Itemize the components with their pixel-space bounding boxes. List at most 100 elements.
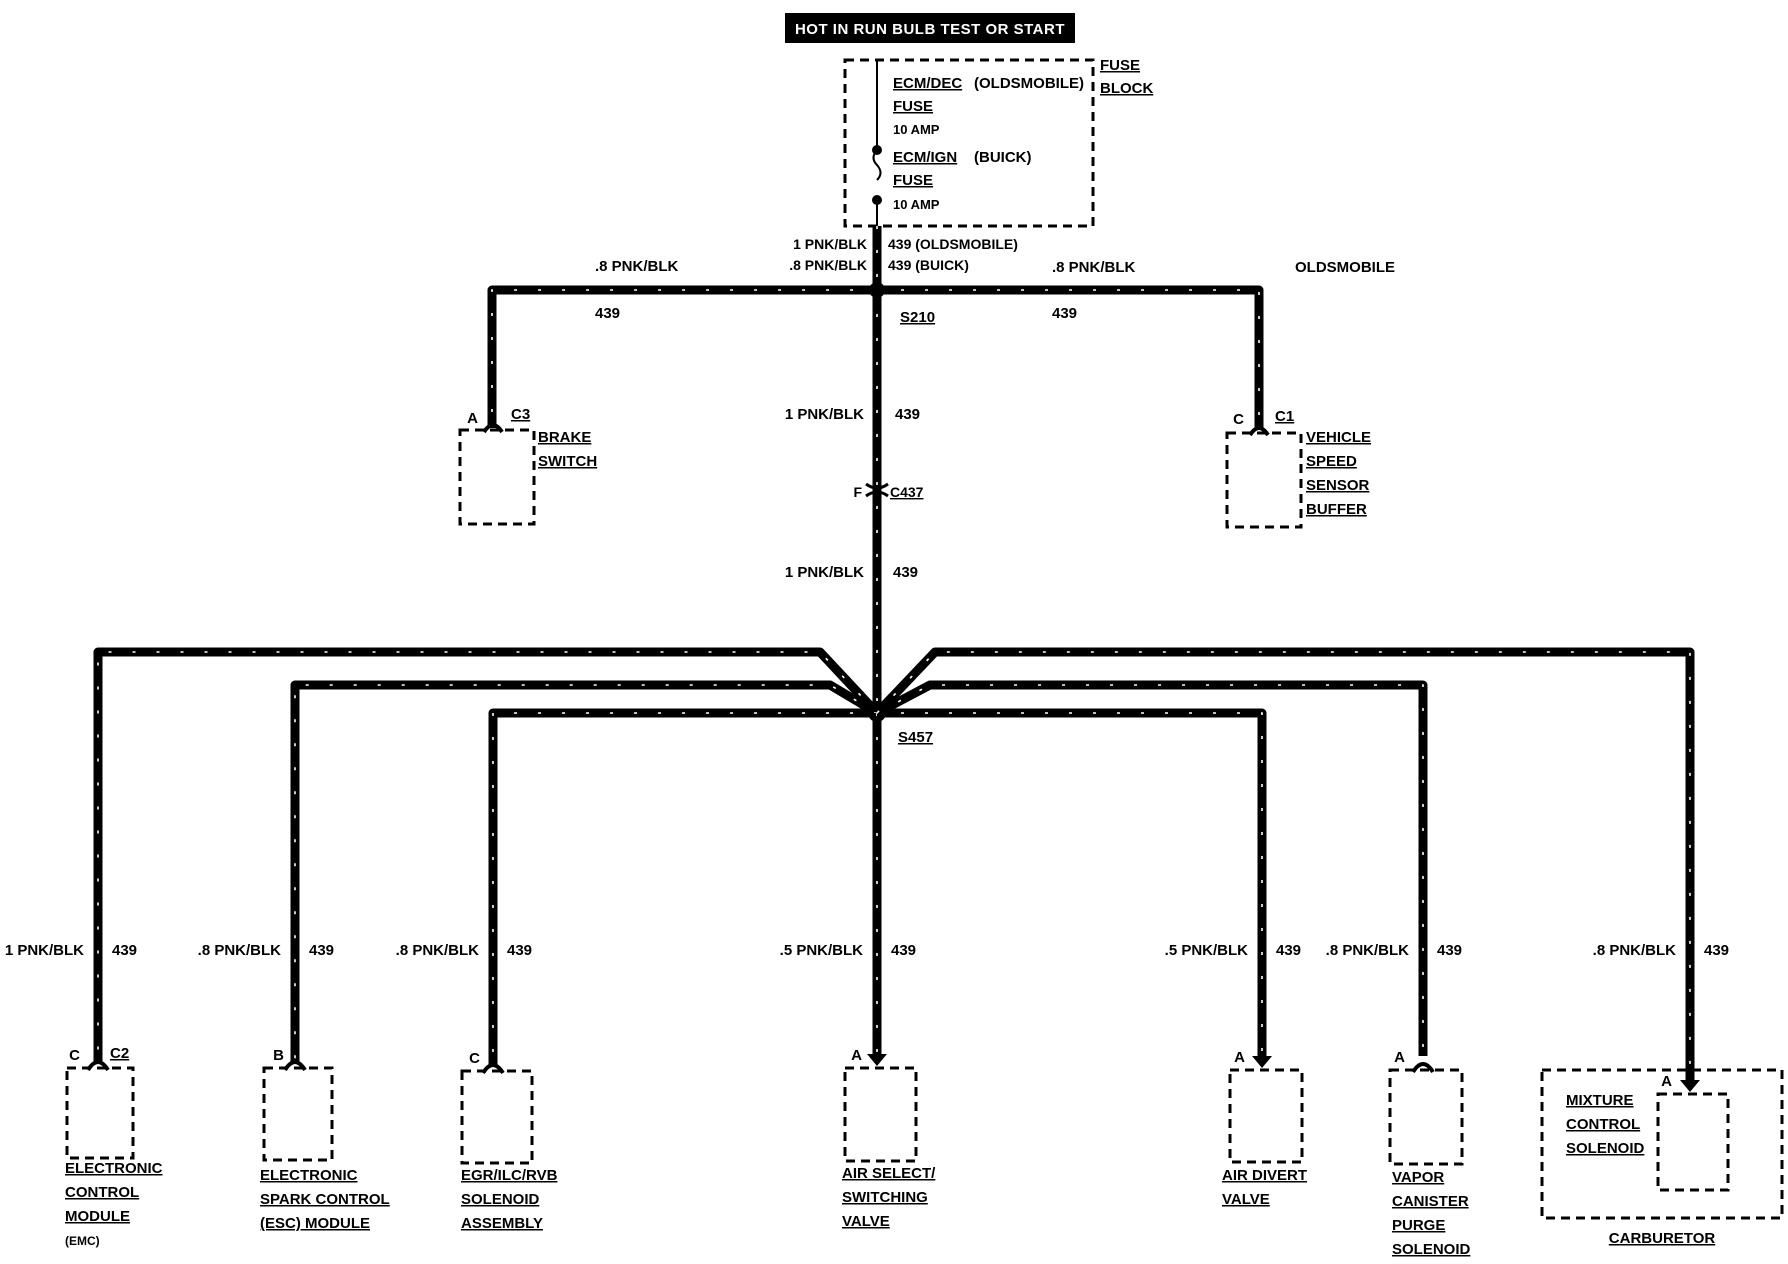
- component-name-line: VALVE: [842, 1213, 890, 1230]
- header-background: [785, 13, 1075, 43]
- fuse-block-outline: [843, 58, 1095, 228]
- component-box: [460, 1069, 534, 1165]
- component-circuit-label: 439: [1704, 942, 1729, 959]
- component-name-line: PURGE: [1392, 1217, 1445, 1234]
- component-circuit-label: 439: [507, 942, 532, 959]
- component-name-line: ELECTRONIC: [260, 1167, 358, 1184]
- component-pin: A: [1661, 1073, 1672, 1090]
- component-circuit-label: 439: [309, 942, 334, 959]
- brake-switch-terminal: [482, 423, 504, 434]
- fuse2-name: ECM/IGN: [893, 149, 957, 166]
- component-name-line: AIR DIVERT: [1222, 1167, 1307, 1184]
- carburetor-label: CARBURETOR: [1609, 1230, 1716, 1247]
- c437-pin: F: [853, 484, 862, 500]
- fuse-block: FUSE BLOCK ECM/DEC (OLDSMOBILE) FUSE 10 …: [843, 57, 1153, 228]
- component-wire-label: 1 PNK/BLK: [5, 942, 84, 959]
- wire-vss-buffer: [877, 285, 1264, 430]
- connector-c437: F C437 1 PNK/BLK 439: [785, 482, 924, 581]
- component-pin: A: [851, 1047, 862, 1064]
- feed-circuit-olds: 439 (OLDSMOBILE): [888, 236, 1018, 252]
- component-circuit-label: 439: [891, 942, 916, 959]
- component-name-line: MODULE: [65, 1208, 130, 1225]
- component-box: [262, 1066, 334, 1162]
- component-box: [1388, 1068, 1464, 1166]
- component-wire-label: .5 PNK/BLK: [780, 942, 864, 959]
- component-name-line: AIR SELECT/: [842, 1165, 936, 1182]
- wire-component-5: [877, 708, 1267, 1056]
- splice-s457-label: S457: [898, 729, 933, 746]
- wire-component-3: [488, 708, 877, 1067]
- component-name-line: (ESC) MODULE: [260, 1215, 370, 1232]
- carburetor: CARBURETOR: [1540, 1068, 1784, 1247]
- wire-component-2-stripe: [294, 684, 878, 1064]
- fuse-icon: [872, 149, 882, 181]
- brake-switch-box: [458, 428, 536, 526]
- s210-down-circuit: 439: [895, 406, 920, 423]
- fuse2-word: FUSE: [893, 172, 933, 189]
- component-name-line: CANISTER: [1392, 1193, 1469, 1210]
- splice-s210-dot: [869, 282, 885, 298]
- component-name-line: CONTROL: [65, 1184, 139, 1201]
- c437-name: C437: [890, 484, 924, 500]
- component-circuit-label: 439: [112, 942, 137, 959]
- brake-switch-label-2: SWITCH: [538, 453, 597, 470]
- component-name-line: SPARK CONTROL: [260, 1191, 390, 1208]
- component-name-line: SOLENOID: [461, 1191, 540, 1208]
- vss-buffer-box: [1225, 431, 1303, 529]
- component-pin: B: [273, 1047, 284, 1064]
- s210-right-note: OLDSMOBILE: [1295, 259, 1395, 276]
- component-wire-label: .8 PNK/BLK: [1326, 942, 1410, 959]
- terminal-arrow-icon: [1680, 1080, 1700, 1092]
- wire-component-3-stripe: [492, 712, 877, 1067]
- component-box: [65, 1066, 135, 1160]
- s210-left-wire: .8 PNK/BLK: [595, 258, 679, 275]
- fuse1-brand: (OLDSMOBILE): [974, 75, 1084, 92]
- fuse1-name: ECM/DEC: [893, 75, 962, 92]
- component-name-line: SOLENOID: [1566, 1140, 1645, 1157]
- s210-left-circuit: 439: [595, 305, 620, 322]
- component-wire-label: .8 PNK/BLK: [198, 942, 282, 959]
- fuse2-rating: 10 AMP: [893, 197, 940, 212]
- wire-component-6: [874, 680, 1428, 1056]
- s210-right-circuit: 439: [1052, 305, 1077, 322]
- component-wire-label: .8 PNK/BLK: [396, 942, 480, 959]
- component-pin: A: [1394, 1049, 1405, 1066]
- component-name-line: SWITCHING: [842, 1189, 928, 1206]
- feed-wire-olds: 1 PNK/BLK: [793, 236, 867, 252]
- brake-switch-pin: A: [467, 410, 478, 427]
- terminal-arrow-icon: [867, 1054, 887, 1066]
- component-wire-label: .5 PNK/BLK: [1165, 942, 1249, 959]
- brake-switch-label-1: BRAKE: [538, 429, 591, 446]
- carburetor-outline: [1540, 1068, 1784, 1220]
- vss-buffer-pin: C: [1233, 411, 1244, 428]
- vss-buffer-connector: C1: [1275, 408, 1294, 425]
- feed-circuit-buick: 439 (BUICK): [888, 257, 969, 273]
- component-name-line: VAPOR: [1392, 1169, 1444, 1186]
- terminal-arrow-icon: [1252, 1056, 1272, 1068]
- wire-component-2: [290, 680, 880, 1064]
- component-pin: C: [469, 1050, 480, 1067]
- vss-buffer-label-2: SPEED: [1306, 453, 1357, 470]
- wire-brake-switch-stripe: [491, 289, 877, 428]
- splice-s210-label: S210: [900, 309, 935, 326]
- fuse1-word: FUSE: [893, 98, 933, 115]
- component-box: [843, 1066, 918, 1163]
- wire-component-5-stripe: [877, 712, 1263, 1056]
- header-title: HOT IN RUN BULB TEST OR START: [795, 21, 1065, 38]
- component-name-line: ASSEMBLY: [461, 1215, 543, 1232]
- fuse-block-label-1: FUSE: [1100, 57, 1140, 74]
- component-box: [1228, 1068, 1304, 1164]
- wire-component-6-stripe: [876, 684, 1424, 1056]
- c437-connector-icon: [865, 482, 889, 498]
- wires: [487, 226, 1264, 713]
- component-circuit-label: 439: [1437, 942, 1462, 959]
- component-name-line: (EMC): [65, 1234, 100, 1248]
